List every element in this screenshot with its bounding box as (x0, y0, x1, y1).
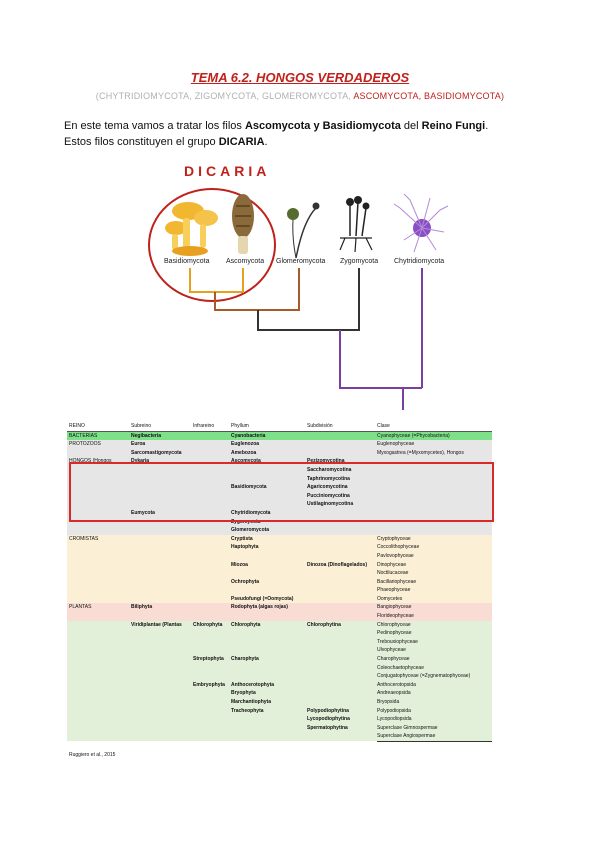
table-row: Superclase Angiospermae (67, 732, 492, 742)
table-row: Noctilucaceae (67, 569, 492, 579)
branch-basidiomycota (189, 268, 208, 293)
table-row: Trebouxiophyceae (67, 637, 492, 648)
basidiomycota-mushroom-icon (165, 202, 218, 256)
table-row: Phaeophyceae (67, 586, 492, 596)
clade-label-glomeromycota: Glomeromycota (276, 258, 326, 265)
table-row: Glomeromycota (67, 526, 492, 536)
intro-text: Estos filos constituyen el grupo (64, 136, 219, 148)
branch-stem-purple (339, 330, 422, 389)
table-header-row: REINO Subreino Infrareino Phyllum Subdiv… (67, 422, 492, 432)
table-header-cell: Phyllum (231, 423, 249, 429)
branch-dikarya-stem (214, 292, 300, 311)
clade-label-basidiomycota: Basidiomycota (164, 258, 210, 265)
table-header-cell: Infrareino (193, 423, 215, 429)
intro-text: . (485, 120, 489, 132)
intro-paragraph: En este tema vamos a tratar los filos As… (64, 118, 544, 150)
intro-line-1: En este tema vamos a tratar los filos As… (64, 118, 544, 134)
chytridiomycota-icon (393, 193, 449, 253)
table-cell: Superclase Angiospermae (377, 732, 492, 742)
intro-text: En este tema vamos a tratar los filos (64, 120, 245, 132)
table-row: Pavlovophyceae (67, 551, 492, 562)
page-title: TEMA 6.2. HONGOS VERDADEROS (190, 70, 410, 85)
table-row: Pedinophyceae (67, 629, 492, 639)
table-credit: Ruggiero et al., 2015 (69, 752, 116, 758)
intro-bold-kingdom: Reino Fungi (421, 120, 486, 132)
glomeromycota-icon (287, 202, 320, 259)
dicaria-label: DICARIA (184, 163, 271, 179)
table-row: Florideophyceae (67, 612, 492, 622)
table-header-cell: REINO (69, 423, 85, 429)
table-row: Coleochaetophyceae (67, 663, 492, 674)
clade-label-chytridiomycota: Chytridiomycota (394, 258, 445, 265)
subtitle-gray-part: (CHYTRIDIOMYCOTA, ZIGOMYCOTA, GLOMEROMYC… (95, 91, 354, 101)
table-header-cell: Subdivisión (307, 423, 333, 429)
intro-bold-group: DICARIA (218, 136, 265, 148)
table-row: Pseudofungi (=Oomycota)Oomycetes (67, 594, 492, 605)
hongos-highlight-box (69, 462, 494, 522)
branch-ascomycota (208, 268, 244, 293)
intro-line-2: Estos filos constituyen el grupo DICARIA… (64, 134, 544, 150)
phylogeny-tree-figure (148, 188, 449, 410)
intro-bold-phyla: Ascomycota y Basidiomycota (244, 120, 401, 132)
intro-text: . (264, 136, 268, 148)
page-subtitle: (CHYTRIDIOMYCOTA, ZIGOMYCOTA, GLOMEROMYC… (0, 91, 600, 101)
table-row: Ulvophyceae (67, 646, 492, 657)
table-row: Conjugatophyceae (=Zygnematophyceae) (67, 672, 492, 682)
dicaria-highlight-ellipse (148, 188, 276, 302)
branch-stem-dark (257, 310, 360, 331)
subtitle-red-part: ASCOMYCOTA, BASIDIOMYCOTA) (353, 91, 505, 101)
intro-text: del (400, 120, 422, 132)
clade-label-ascomycota: Ascomycota (226, 258, 265, 265)
zygomycota-icon (339, 196, 373, 253)
clade-label-zygomycota: Zygomycota (340, 258, 379, 265)
table-header-cell: Subreino (131, 423, 152, 429)
table-header-cell: Clase (377, 423, 390, 429)
ascomycota-morel-icon (232, 194, 254, 254)
